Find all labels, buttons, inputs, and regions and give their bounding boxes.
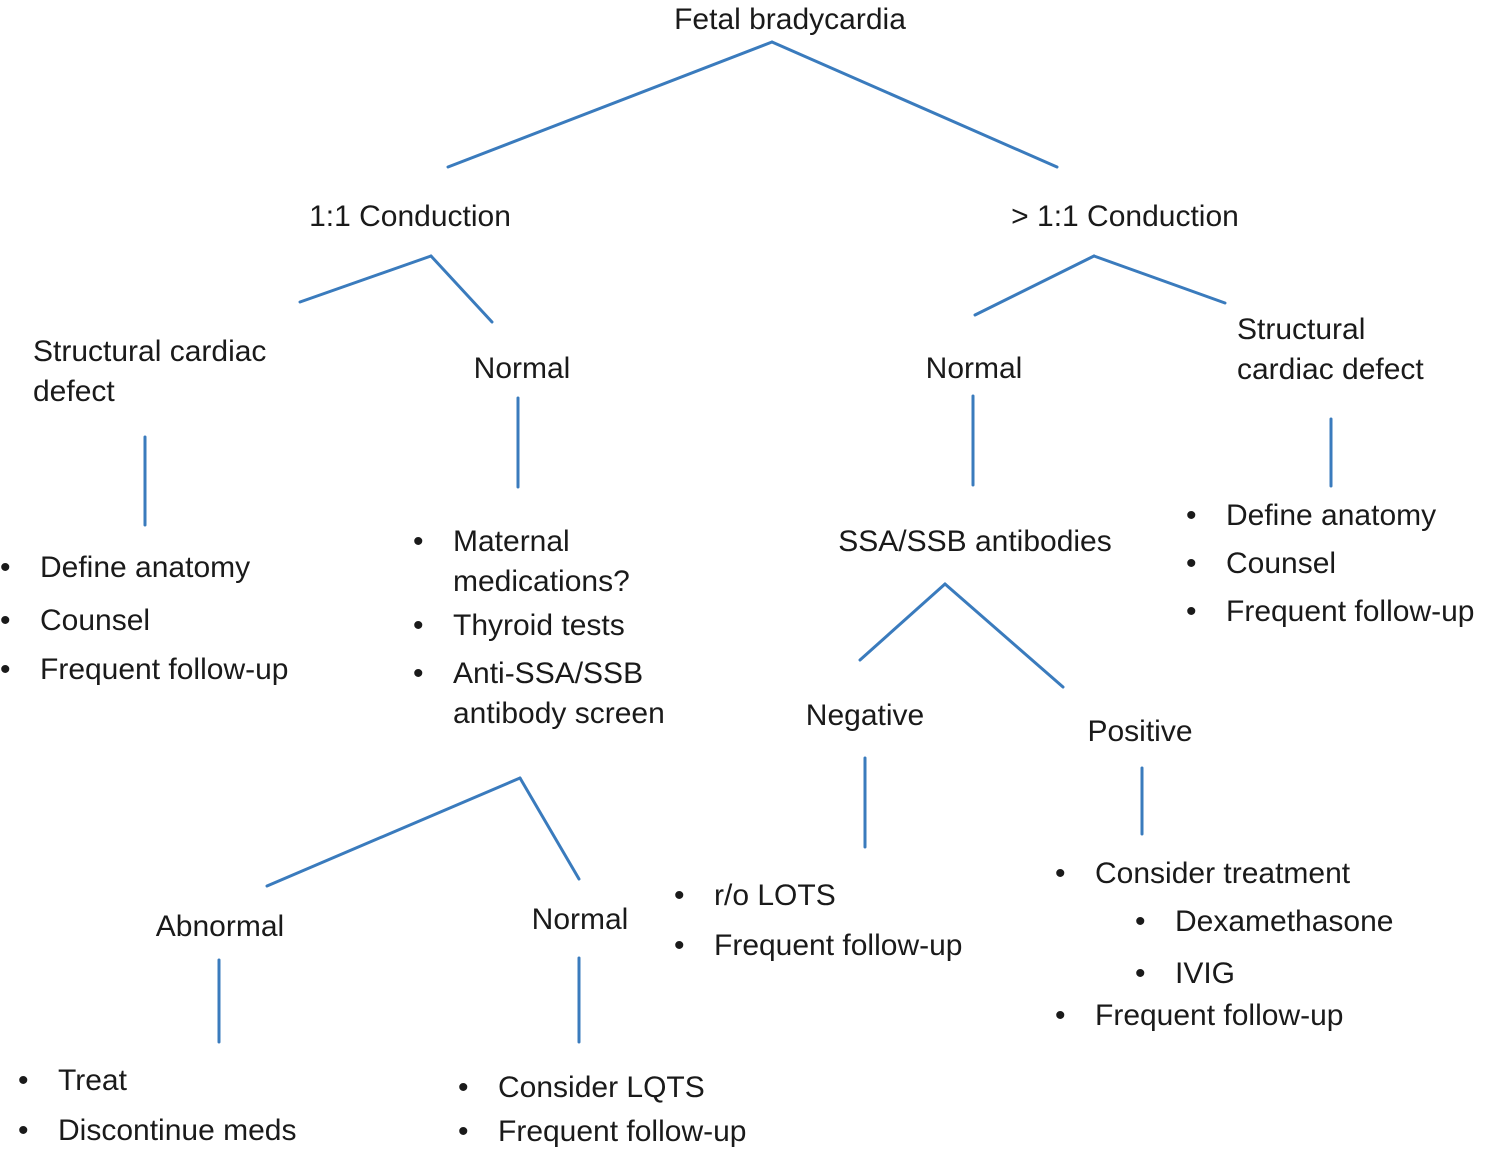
list-item: Discontinue meds [18, 1111, 296, 1151]
list-negative-actions: r/o LOTS Frequent follow-up [674, 876, 962, 966]
list-item: Frequent follow-up [458, 1112, 746, 1152]
list-normal-bottom-actions: Consider LQTS Frequent follow-up [458, 1068, 746, 1152]
edge-root-to-1to1 [446, 40, 774, 169]
list-item: r/o LOTS [674, 876, 962, 916]
edge-root-to-gt1to1 [770, 40, 1059, 169]
node-1to1-conduction: 1:1 Conduction [309, 200, 511, 233]
list-item: Counsel [1186, 544, 1474, 584]
node-right-structural-defect: Structural cardiac defect [1237, 313, 1424, 386]
list-left-structural-actions: Define anatomy Counsel Frequent follow-u… [0, 548, 288, 690]
edge-1to1-to-normal [429, 254, 494, 324]
node-abnormal: Abnormal [155, 910, 285, 943]
list-item: Consider LQTS [458, 1068, 746, 1108]
list-item: Counsel [0, 601, 288, 641]
list-positive-actions: Consider treatment Dexamethasone IVIG Fr… [1055, 854, 1393, 1036]
list-item: Anti-SSA/SSB antibody screen [413, 654, 693, 734]
node-negative: Negative [805, 699, 925, 732]
list-item: Frequent follow-up [1055, 996, 1393, 1036]
list-item: Frequent follow-up [1186, 592, 1474, 632]
node-fetal-bradycardia: Fetal bradycardia [674, 3, 906, 36]
list-left-normal-workup: Maternal medications? Thyroid tests Anti… [413, 522, 713, 734]
list-item: Maternal medications? [413, 522, 663, 602]
list-abnormal-actions: Treat Discontinue meds [18, 1061, 296, 1151]
list-item: Dexamethasone [1135, 902, 1393, 942]
list-item: Thyroid tests [413, 606, 713, 646]
node-gt1to1-conduction: > 1:1 Conduction [1011, 200, 1239, 233]
node-normal-bottom: Normal [531, 903, 629, 936]
list-item: Frequent follow-up [0, 650, 288, 690]
list-item: Frequent follow-up [674, 926, 962, 966]
list-item: Define anatomy [1186, 496, 1474, 536]
node-ssa-ssb-antibodies: SSA/SSB antibodies [838, 525, 1112, 558]
node-left-normal: Normal [473, 352, 571, 385]
list-right-structural-actions: Define anatomy Counsel Frequent follow-u… [1186, 496, 1474, 632]
edge-ssa-to-negative [858, 582, 947, 662]
edge-ssa-to-positive [943, 582, 1065, 689]
list-item: Consider treatment [1055, 854, 1393, 894]
edge-gt1to1-to-normal [973, 254, 1096, 317]
node-positive: Positive [1087, 715, 1193, 748]
edge-1to1-to-structural [298, 254, 433, 304]
list-item: IVIG [1135, 954, 1393, 994]
list-item: Treat [18, 1061, 296, 1101]
list-item: Define anatomy [0, 548, 288, 588]
edge-gt1to1-to-structural [1092, 254, 1227, 305]
edge-workup-to-normal [518, 776, 581, 881]
node-left-structural-defect: Structural cardiac defect [33, 335, 267, 408]
edge-workup-to-abnormal [265, 776, 522, 888]
node-right-normal: Normal [925, 352, 1023, 385]
